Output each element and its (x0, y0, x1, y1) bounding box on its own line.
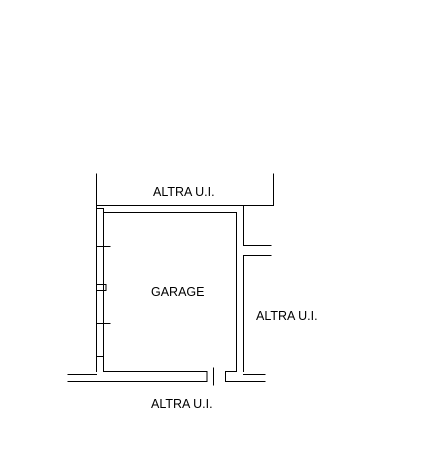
bottom-wall (67, 356, 266, 386)
right-wall (236, 205, 272, 372)
wall-marks (96, 246, 111, 324)
neighbour-label-right: ALTRA U.I. (256, 309, 318, 323)
neighbour-label-top: ALTRA U.I. (153, 185, 215, 199)
neighbour-label-bottom: ALTRA U.I. (151, 397, 213, 411)
left-wall (96, 173, 104, 372)
garage-label: GARAGE (151, 285, 205, 299)
